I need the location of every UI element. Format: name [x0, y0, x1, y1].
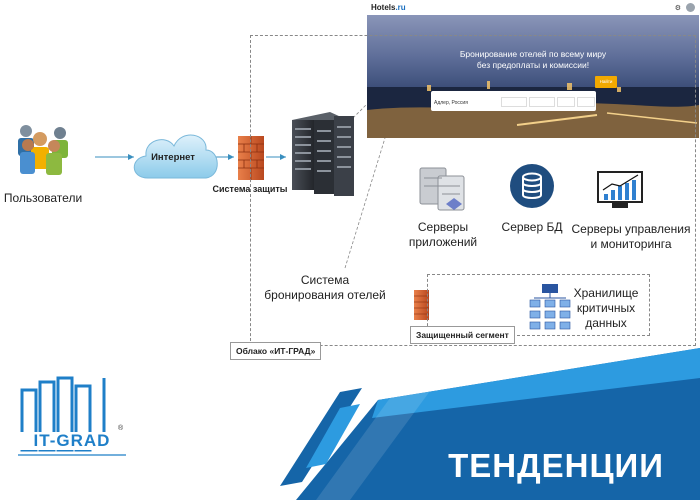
app-servers-icon [419, 167, 465, 211]
db-server-label: Сервер БД [501, 220, 563, 234]
date-in-field[interactable] [501, 97, 527, 107]
leader-line-top [352, 103, 368, 119]
guests-field[interactable] [557, 97, 575, 107]
app-servers-label: Серверы приложений [408, 220, 478, 249]
search-button[interactable]: Найти [595, 76, 617, 88]
users-label: Пользователи [3, 191, 83, 205]
booking-system-label: Система бронирования отелей [264, 273, 386, 302]
users-icon [18, 125, 68, 175]
mgmt-servers-label: Серверы управления и мониторинга [571, 222, 691, 251]
trend-banner-text: ТЕНДЕНЦИИ [448, 447, 664, 484]
storage-label: Хранилище критичных данных [573, 286, 639, 330]
cloud-tag: Облако «ИТ-ГРАД» [230, 342, 322, 360]
company-name: IT-GRAD [33, 431, 111, 450]
secure-firewall-icon [414, 290, 429, 320]
monitoring-chart-icon [597, 171, 643, 208]
secure-segment-tag: Защищенный сегмент [410, 326, 515, 344]
settings-icon: ⚙ [674, 4, 681, 12]
firewall-label: Система защиты [212, 184, 288, 194]
it-grad-logo: ® [6, 368, 126, 470]
account-icon [686, 3, 695, 12]
trend-banner-band [280, 348, 700, 500]
svg-text:®: ® [118, 424, 124, 432]
leader-line-bottom [344, 137, 386, 269]
website-header: Hotels.ru ⚙ [367, 0, 699, 16]
firewall-icon [238, 136, 264, 180]
storage-grid-icon [529, 284, 571, 330]
database-icon [510, 164, 554, 208]
date-out-field[interactable] [529, 97, 555, 107]
website-header-icons: ⚙ [675, 3, 695, 12]
server-rack-icon [292, 112, 354, 196]
city-input[interactable]: Адлер, Россия [434, 100, 468, 106]
secure-segment-boundary [427, 274, 650, 336]
rooms-field[interactable] [577, 97, 595, 107]
cloud-boundary [250, 35, 696, 346]
cloud-icon [133, 134, 218, 179]
website-logo: Hotels.ru [371, 3, 406, 12]
website-headline: Бронирование отелей по всему миру без пр… [459, 49, 607, 70]
search-form[interactable]: Адлер, Россия [431, 91, 596, 111]
internet-label: Интернет [151, 152, 195, 163]
